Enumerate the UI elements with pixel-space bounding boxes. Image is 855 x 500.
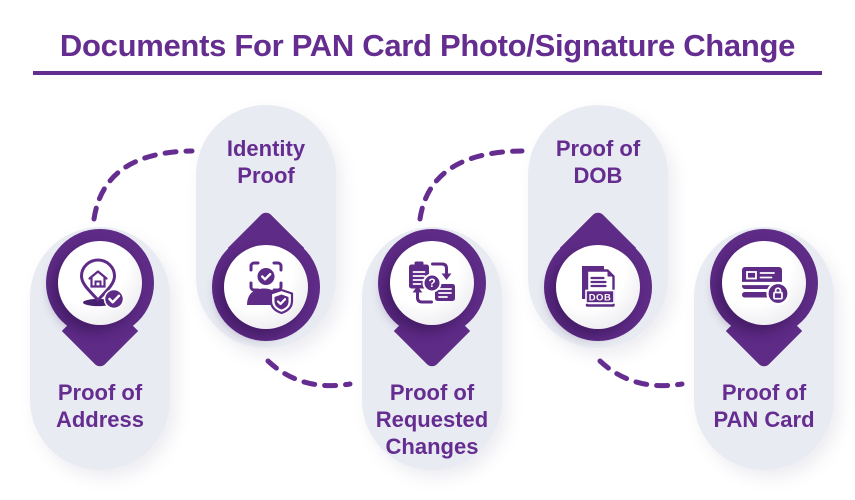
title-underline: [33, 71, 822, 75]
label-line: Proof: [237, 163, 295, 188]
card-proof-of-requested-changes: ? Proof of Requested Changes: [362, 227, 502, 470]
dob-documents-icon: DOB: [582, 266, 615, 307]
card-identity-proof: Identity Proof: [196, 105, 336, 348]
pan-card-lock-icon: [742, 267, 790, 306]
connector-3-4: [417, 148, 525, 222]
item-label-proof-of-requested-changes: Proof of Requested Changes: [362, 379, 502, 460]
clipboard-exchange-question-icon: ?: [409, 261, 455, 304]
label-line: Changes: [385, 434, 479, 459]
icon-disc: [224, 245, 308, 329]
card-proof-of-dob: DOB Proof of DOB: [528, 105, 668, 348]
item-label-identity-proof: Identity Proof: [196, 135, 336, 189]
connector-1-2: [91, 148, 195, 222]
item-label-proof-of-dob: Proof of DOB: [528, 135, 668, 189]
icon-disc: ?: [390, 241, 474, 325]
card-proof-of-address: Proof of Address: [30, 227, 170, 470]
label-line: PAN Card: [713, 407, 815, 432]
icon-disc: DOB: [556, 245, 640, 329]
label-line: Proof of: [57, 380, 143, 405]
label-line: Requested: [375, 407, 489, 432]
label-line: DOB: [573, 163, 623, 188]
card-proof-of-pan-card: Proof of PAN Card: [694, 227, 834, 470]
label-line: Proof of: [721, 380, 807, 405]
label-line: Address: [55, 407, 145, 432]
connector-2-3: [265, 358, 353, 389]
address-location-pin-check-icon: [80, 258, 125, 310]
label-line: Proof of: [389, 380, 475, 405]
label-line: Proof of: [555, 136, 641, 161]
question-mark-glyph: ?: [428, 276, 435, 290]
icon-disc: [722, 241, 806, 325]
item-label-proof-of-pan-card: Proof of PAN Card: [694, 379, 834, 433]
connector-4-5: [597, 358, 685, 389]
page-title: Documents For PAN Card Photo/Signature C…: [59, 28, 796, 63]
person-face-scan-shield-icon: [247, 261, 294, 315]
item-label-proof-of-address: Proof of Address: [30, 379, 170, 433]
icon-disc: [58, 241, 142, 325]
dob-badge-text: DOB: [589, 293, 612, 304]
label-line: Identity: [226, 136, 306, 161]
